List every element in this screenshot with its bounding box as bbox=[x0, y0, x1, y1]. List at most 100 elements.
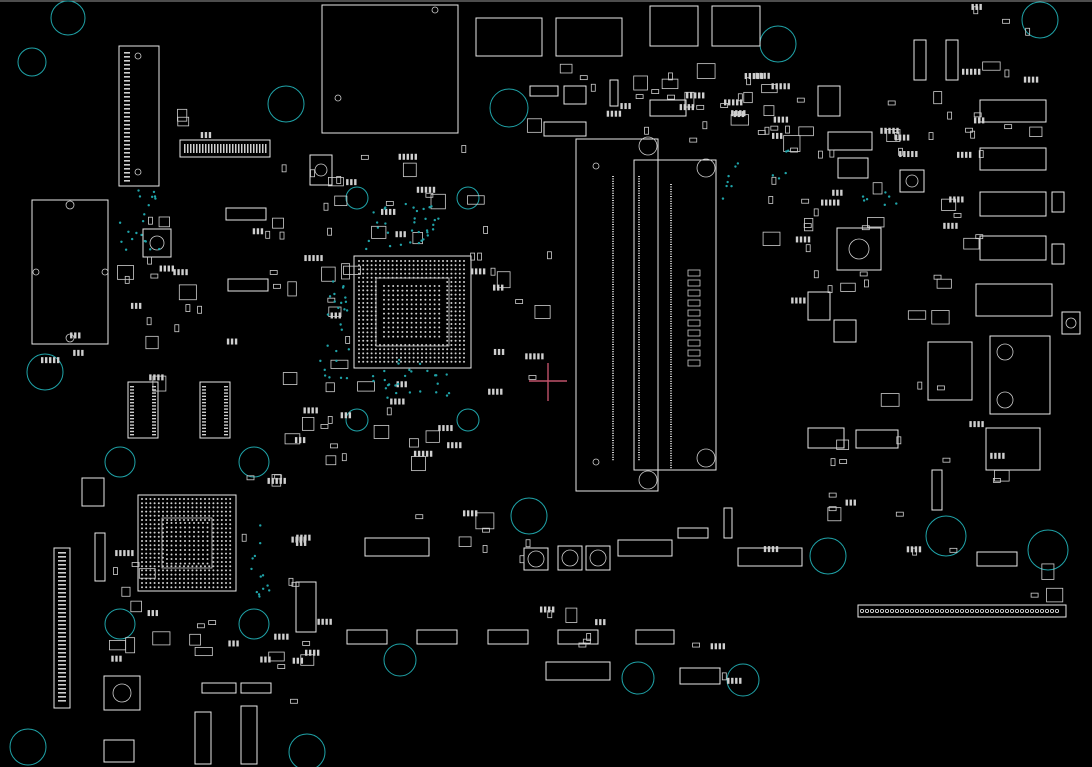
bottom-part[interactable] bbox=[194, 711, 212, 765]
usb-port-right[interactable] bbox=[985, 427, 1041, 471]
mounting-hole[interactable] bbox=[759, 25, 797, 63]
bottom-part[interactable] bbox=[201, 682, 237, 694]
led-footprint[interactable] bbox=[557, 629, 599, 645]
mounting-hole[interactable] bbox=[456, 408, 480, 432]
mounting-hole[interactable] bbox=[104, 446, 136, 478]
square-ic[interactable] bbox=[103, 739, 135, 763]
heatsink-outline[interactable] bbox=[321, 4, 459, 134]
audio-jack[interactable] bbox=[711, 5, 761, 47]
mounting-hole[interactable] bbox=[288, 733, 326, 767]
square-ic[interactable] bbox=[81, 477, 105, 507]
square-ic[interactable] bbox=[827, 131, 873, 151]
square-ic[interactable] bbox=[309, 154, 333, 186]
card-connector[interactable] bbox=[118, 45, 160, 187]
bottom-part[interactable] bbox=[609, 79, 619, 107]
switch[interactable] bbox=[617, 539, 673, 557]
mounting-hole[interactable] bbox=[345, 186, 369, 210]
led-footprint[interactable] bbox=[487, 629, 529, 645]
connector-pin bbox=[220, 144, 222, 153]
memory-chip[interactable] bbox=[127, 381, 159, 439]
mounting-hole[interactable] bbox=[345, 408, 369, 432]
cpu-bga[interactable] bbox=[353, 255, 472, 369]
mounting-hole[interactable] bbox=[1021, 1, 1059, 39]
mounting-hole[interactable] bbox=[238, 608, 270, 640]
bottom-part[interactable] bbox=[225, 207, 267, 221]
bottom-part[interactable] bbox=[1051, 191, 1065, 213]
sodimm-slot-1[interactable] bbox=[575, 138, 659, 492]
mounting-hole[interactable] bbox=[1027, 529, 1069, 571]
bottom-part[interactable] bbox=[945, 39, 959, 81]
connector-right[interactable] bbox=[979, 235, 1047, 261]
square-ic[interactable] bbox=[142, 228, 172, 258]
mounting-hole[interactable] bbox=[809, 537, 847, 575]
resistor-array bbox=[388, 208, 392, 215]
square-ic[interactable] bbox=[833, 319, 857, 343]
bottom-part[interactable] bbox=[240, 705, 258, 765]
usb-port[interactable] bbox=[475, 17, 543, 57]
mounting-hole[interactable] bbox=[9, 728, 47, 766]
bottom-part[interactable] bbox=[677, 527, 709, 539]
square-ic[interactable] bbox=[563, 85, 587, 105]
fpc-connector[interactable] bbox=[679, 667, 721, 685]
usb-port[interactable] bbox=[555, 17, 623, 57]
bottom-part[interactable] bbox=[1051, 243, 1065, 265]
dimm-pin bbox=[670, 400, 672, 401]
square-ic[interactable] bbox=[807, 427, 845, 449]
mounting-hole[interactable] bbox=[267, 85, 305, 123]
memory-chip[interactable] bbox=[199, 381, 231, 439]
edge-connector[interactable] bbox=[53, 547, 71, 709]
module-outline[interactable] bbox=[31, 199, 109, 345]
connector-right[interactable] bbox=[979, 191, 1047, 217]
mounting-hole[interactable] bbox=[456, 186, 480, 210]
bottom-connector-strip[interactable] bbox=[857, 604, 1067, 618]
bottom-part[interactable] bbox=[94, 532, 106, 582]
sodimm-slot-2[interactable] bbox=[633, 159, 717, 471]
led-footprint[interactable] bbox=[346, 629, 388, 645]
led-footprint[interactable] bbox=[635, 629, 675, 645]
square-ic[interactable] bbox=[817, 85, 841, 117]
audio-jack[interactable] bbox=[649, 5, 699, 47]
square-ic[interactable] bbox=[836, 227, 882, 271]
vga-connector[interactable] bbox=[975, 283, 1053, 317]
mounting-hole[interactable] bbox=[26, 353, 64, 391]
tact-switch[interactable] bbox=[585, 545, 611, 571]
square-ic[interactable] bbox=[855, 429, 899, 449]
bottom-part[interactable] bbox=[931, 469, 943, 511]
mounting-hole[interactable] bbox=[621, 661, 655, 695]
connector-right[interactable] bbox=[979, 147, 1047, 171]
bottom-part[interactable] bbox=[529, 85, 559, 97]
bga-ball bbox=[153, 498, 156, 500]
bottom-part[interactable] bbox=[227, 278, 269, 292]
fpc-connector[interactable] bbox=[179, 139, 271, 158]
bottom-part[interactable] bbox=[543, 121, 587, 137]
square-ic[interactable] bbox=[1061, 311, 1081, 335]
bottom-part[interactable] bbox=[976, 551, 1018, 567]
ic-soic[interactable] bbox=[927, 341, 973, 401]
mounting-hole[interactable] bbox=[383, 643, 417, 677]
bottom-part[interactable] bbox=[295, 581, 317, 633]
tact-switch[interactable] bbox=[557, 545, 583, 571]
mounting-hole[interactable] bbox=[50, 0, 86, 36]
rj45-jack[interactable] bbox=[989, 335, 1051, 415]
bottom-part[interactable] bbox=[913, 39, 927, 81]
square-ic[interactable] bbox=[103, 675, 141, 711]
square-ic[interactable] bbox=[837, 157, 869, 179]
mounting-hole[interactable] bbox=[104, 608, 136, 640]
bottom-part[interactable] bbox=[723, 507, 733, 539]
mounting-hole[interactable] bbox=[726, 663, 760, 697]
connector-right[interactable] bbox=[979, 99, 1047, 123]
square-ic[interactable] bbox=[807, 291, 831, 321]
mounting-hole[interactable] bbox=[510, 497, 548, 535]
fpc-connector[interactable] bbox=[545, 661, 611, 681]
mounting-hole[interactable] bbox=[17, 47, 47, 77]
mounting-hole[interactable] bbox=[925, 515, 967, 557]
fpc-connector[interactable] bbox=[364, 537, 430, 557]
square-ic[interactable] bbox=[899, 169, 925, 193]
mounting-hole[interactable] bbox=[238, 446, 270, 478]
led-footprint[interactable] bbox=[416, 629, 458, 645]
bottom-part[interactable] bbox=[240, 682, 272, 694]
chipset-bga[interactable] bbox=[137, 494, 237, 592]
mounting-hole[interactable] bbox=[489, 88, 529, 128]
